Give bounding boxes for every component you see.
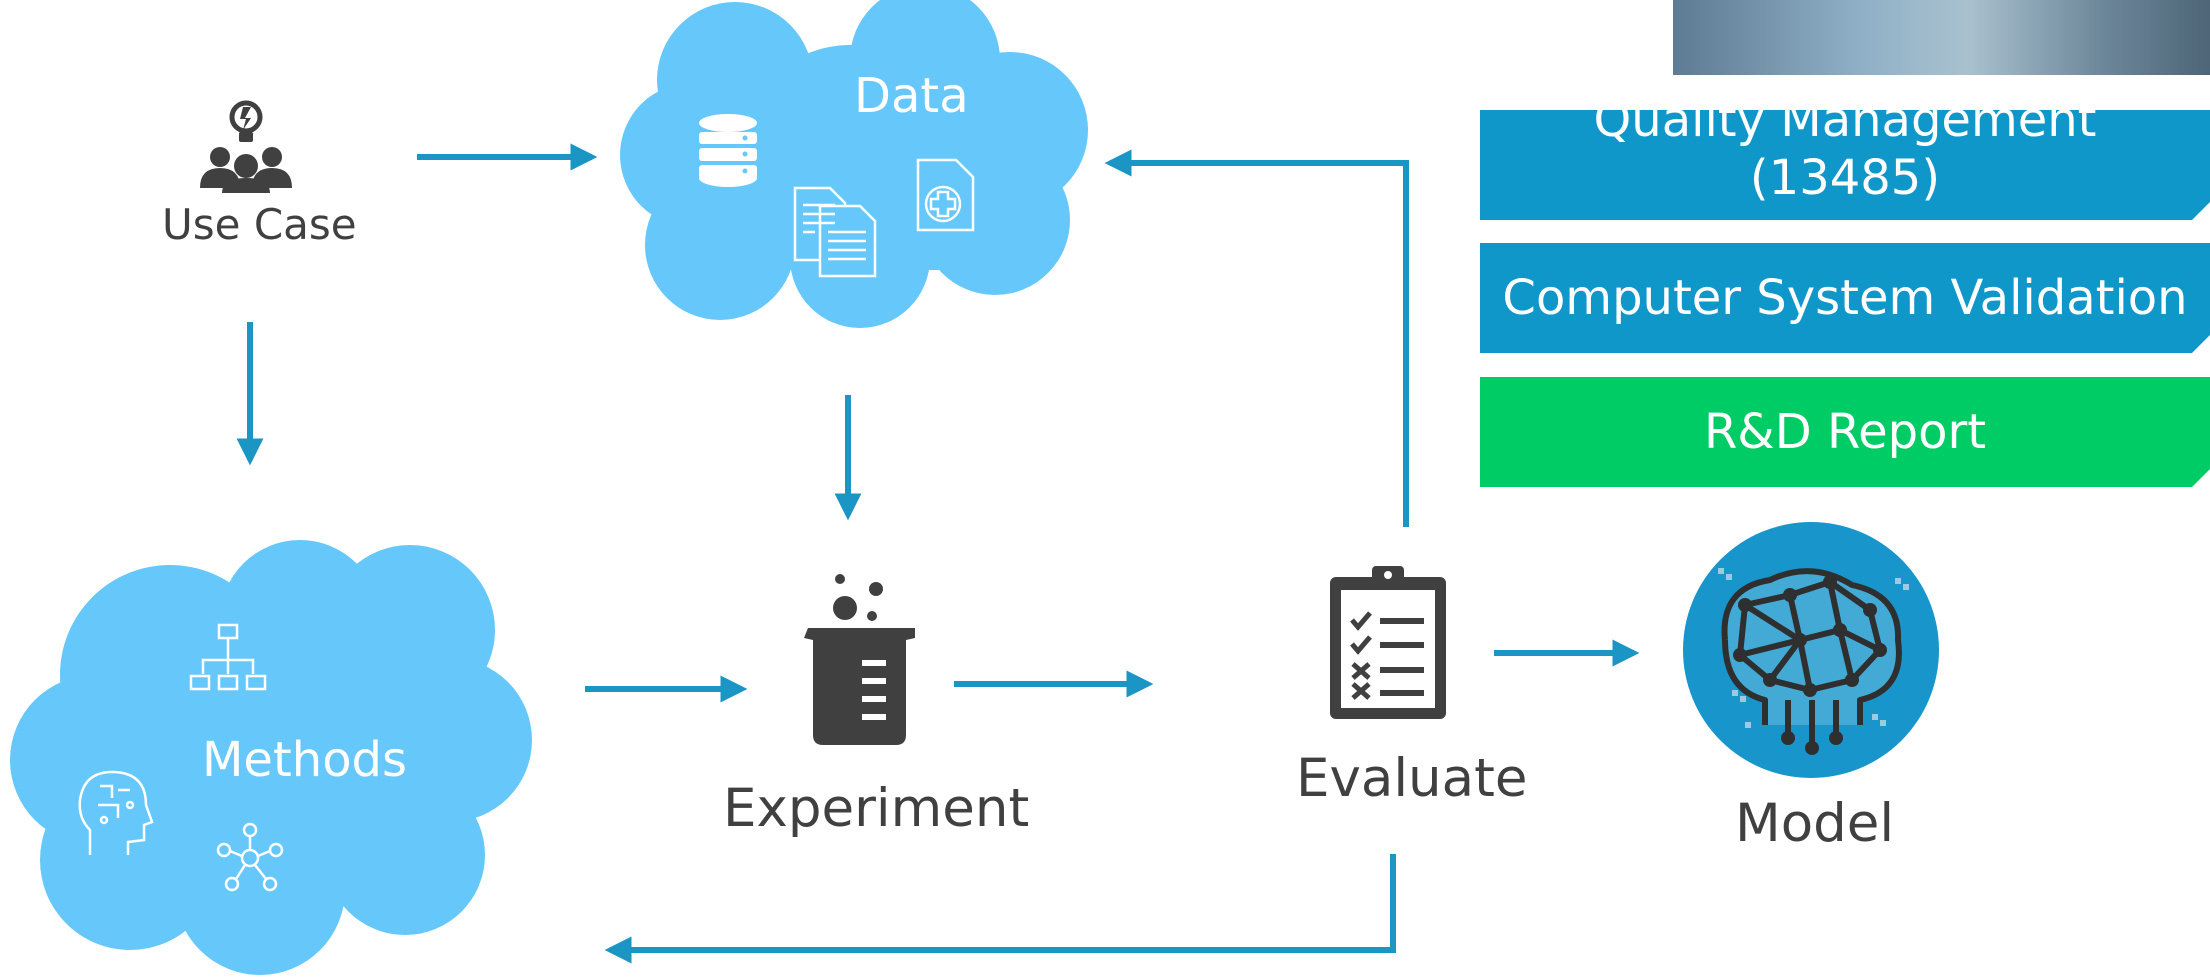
ai-head-icon: [78, 770, 154, 855]
arrows: [236, 143, 1640, 964]
use-case-label: Use Case: [162, 200, 357, 249]
computer-system-validation-banner: Computer System Validation: [1480, 243, 2210, 353]
evaluate-label: Evaluate: [1296, 748, 1528, 809]
arrow-evaluate-to-methods: [604, 854, 1396, 964]
quality-management-banner: Quality Management (13485): [1480, 110, 2210, 220]
database-icon: [699, 114, 757, 187]
methods-cloud: [10, 540, 532, 975]
medical-photo: [1673, 0, 2210, 75]
experiment-label: Experiment: [723, 778, 1030, 839]
beaker-icon: [804, 574, 915, 745]
documents-icon: [793, 186, 877, 278]
data-label: Data: [854, 68, 969, 124]
network-icon: [216, 822, 284, 892]
rd-report-banner: R&D Report: [1480, 377, 2210, 487]
banner-fold: [2192, 335, 2210, 353]
computer-system-validation-label: Computer System Validation: [1502, 270, 2188, 326]
rd-report-label: R&D Report: [1703, 404, 1987, 460]
model-label: Model: [1735, 793, 1895, 854]
data-cloud: [620, 0, 1088, 328]
quality-management-line1: Quality Management: [1593, 110, 2097, 148]
banner-fold: [2192, 202, 2210, 220]
checklist-icon: [1330, 566, 1446, 719]
hierarchy-icon: [189, 623, 267, 691]
neural-brain-icon: [1718, 568, 1909, 755]
methods-label: Methods: [202, 732, 408, 788]
medical-file-icon: [916, 158, 975, 232]
quality-management-line2: (13485): [1749, 150, 1941, 206]
team-idea-icon: [200, 100, 292, 193]
banner-fold: [2192, 469, 2210, 487]
arrow-evaluate-to-data: [1104, 149, 1409, 527]
